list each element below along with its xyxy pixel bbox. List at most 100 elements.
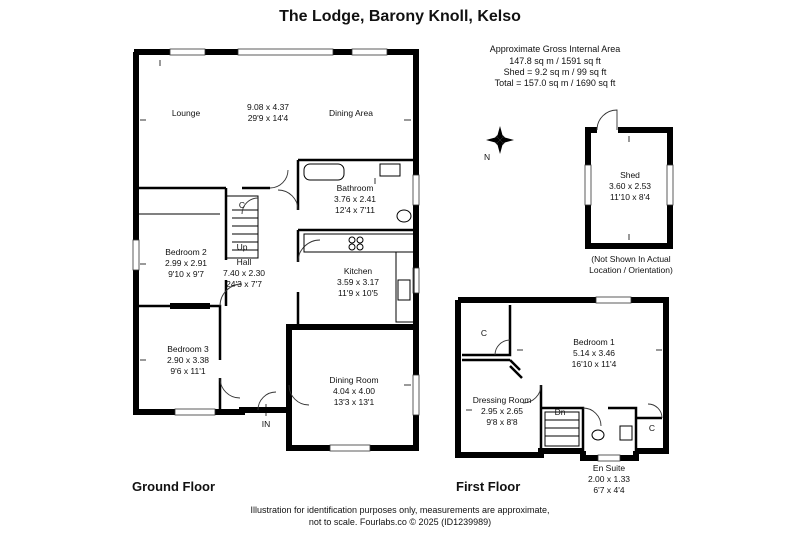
- window-sliding: [237, 48, 334, 56]
- dressing-room-walls: [462, 358, 543, 451]
- bedroom1-label: Bedroom 1: [573, 337, 615, 347]
- bedroom2-door: [219, 283, 243, 307]
- bathroom-label: Bathroom: [337, 183, 374, 193]
- front-door: [257, 391, 277, 411]
- shed-door: [596, 109, 618, 131]
- window: [351, 48, 388, 56]
- bathroom-walls: [296, 158, 416, 232]
- ensuite-door: [582, 407, 602, 427]
- bedroom3-dims-m: 2.90 x 3.38: [167, 355, 209, 365]
- hall-label: Hall: [237, 257, 252, 267]
- plan-title: The Lodge, Barony Knoll, Kelso: [279, 8, 521, 25]
- bathroom-door: [277, 189, 299, 211]
- disclaimer-line2: not to scale. Fourlabs.co © 2025 (ID1239…: [308, 517, 492, 527]
- cupboard-label: C: [239, 200, 245, 210]
- ground-floor-plan: [132, 48, 420, 452]
- ensuite-dims-m: 2.00 x 1.33: [588, 474, 630, 484]
- hall-dims-m: 7.40 x 2.30: [223, 268, 265, 278]
- window: [329, 444, 371, 452]
- window: [597, 454, 621, 462]
- ensuite-label: En Suite: [593, 463, 625, 473]
- dressing-room-dims-ft: 9'8 x 8'8: [486, 417, 517, 427]
- window: [412, 267, 420, 294]
- window: [595, 296, 632, 304]
- sink: [397, 279, 411, 301]
- stairs-down-label: Dn: [555, 407, 566, 417]
- bedroom3-label: Bedroom 3: [167, 344, 209, 354]
- window: [412, 374, 420, 416]
- kitchen-worktop-side: [395, 251, 415, 323]
- first-floor-label: First Floor: [456, 479, 521, 494]
- hob-ring: [356, 236, 364, 244]
- shed-dims-m: 3.60 x 2.53: [609, 181, 651, 191]
- hall-dims-ft: 24'3 x 7'7: [226, 279, 262, 289]
- bedroom3-door: [219, 377, 241, 399]
- dressing-room-dims-m: 2.95 x 2.65: [481, 406, 523, 416]
- stair-treads: [545, 419, 579, 437]
- window: [132, 239, 140, 271]
- toilet: [591, 429, 605, 441]
- bedroom1-dims-ft: 16'10 x 11'4: [572, 359, 617, 369]
- bedroom2-dims-m: 2.99 x 2.91: [165, 258, 207, 268]
- window: [174, 408, 216, 416]
- bedroom1-partition: [509, 365, 523, 379]
- stair-block: [225, 195, 259, 259]
- window: [169, 48, 206, 56]
- lounge-dims-m: 9.08 x 4.37: [247, 102, 289, 112]
- dining-room-dims-ft: 13'3 x 13'1: [334, 397, 375, 407]
- first-floor-outer-wall: [455, 297, 669, 458]
- stairs-up-label: Up: [237, 242, 248, 252]
- lounge-label: Lounge: [172, 108, 201, 118]
- dressing-room-label: Dressing Room: [473, 395, 532, 405]
- kitchen-dims-ft: 11'9 x 10'5: [338, 288, 378, 298]
- basin: [379, 163, 401, 177]
- compass-north-label: N: [484, 152, 490, 162]
- area-total: Total = 157.0 sq m / 1690 sq ft: [494, 78, 616, 88]
- shed-note-line2: Location / Orientation): [589, 265, 673, 275]
- dining-area-label: Dining Area: [329, 108, 373, 118]
- kitchen-worktop: [303, 233, 415, 253]
- shed-note-line1: (Not Shown In Actual: [591, 254, 670, 264]
- dining-room-dims-m: 4.04 x 4.00: [333, 386, 375, 396]
- bath: [303, 163, 345, 181]
- cupboard-door-swing: [241, 197, 259, 215]
- bedroom1-cupboard-door: [494, 339, 511, 356]
- first-floor-cupboard-left-label: C: [481, 328, 487, 338]
- hob-ring: [356, 243, 364, 251]
- area-heading: Approximate Gross Internal Area: [489, 44, 621, 54]
- first-floor-plan: [455, 296, 669, 462]
- bedroom2-label: Bedroom 2: [165, 247, 207, 257]
- shed-label: Shed: [620, 170, 640, 180]
- kitchen-label: Kitchen: [344, 266, 373, 276]
- shed-plan: [584, 109, 674, 249]
- toilet: [396, 209, 412, 223]
- dining-room-door: [288, 384, 310, 406]
- cupboard-walls: [462, 305, 512, 357]
- ground-floor-label: Ground Floor: [132, 479, 216, 494]
- entrance-label: IN: [262, 419, 271, 429]
- hob-ring: [348, 236, 356, 244]
- dressing-room-door: [522, 384, 542, 404]
- right-cupboard-door: [647, 403, 663, 419]
- bathroom-dims-m: 3.76 x 2.41: [334, 194, 376, 204]
- lounge-door: [269, 169, 289, 189]
- ensuite-dims-ft: 6'7 x 4'4: [593, 485, 624, 495]
- bathroom-dims-ft: 12'4 x 7'11: [335, 205, 375, 215]
- shed-dims-ft: 11'10 x 8'4: [610, 192, 650, 202]
- stair-treads: [232, 209, 258, 251]
- area-shed: Shed = 9.2 sq m / 99 sq ft: [503, 67, 607, 77]
- hob-ring: [348, 243, 356, 251]
- dining-room-label: Dining Room: [329, 375, 378, 385]
- compass-rose-icon: [486, 126, 514, 154]
- bedroom1-dims-m: 5.14 x 3.46: [573, 348, 615, 358]
- shed-outer-wall: [585, 127, 673, 249]
- window: [666, 164, 674, 206]
- first-floor-cupboard-right-label: C: [649, 423, 655, 433]
- window: [412, 174, 420, 206]
- kitchen-door: [297, 239, 321, 263]
- dining-room-fitted-unit: [330, 324, 350, 330]
- basin: [619, 425, 633, 441]
- lounge-dims-ft: 29'9 x 14'4: [248, 113, 289, 123]
- kitchen-dims-m: 3.59 x 3.17: [337, 277, 379, 287]
